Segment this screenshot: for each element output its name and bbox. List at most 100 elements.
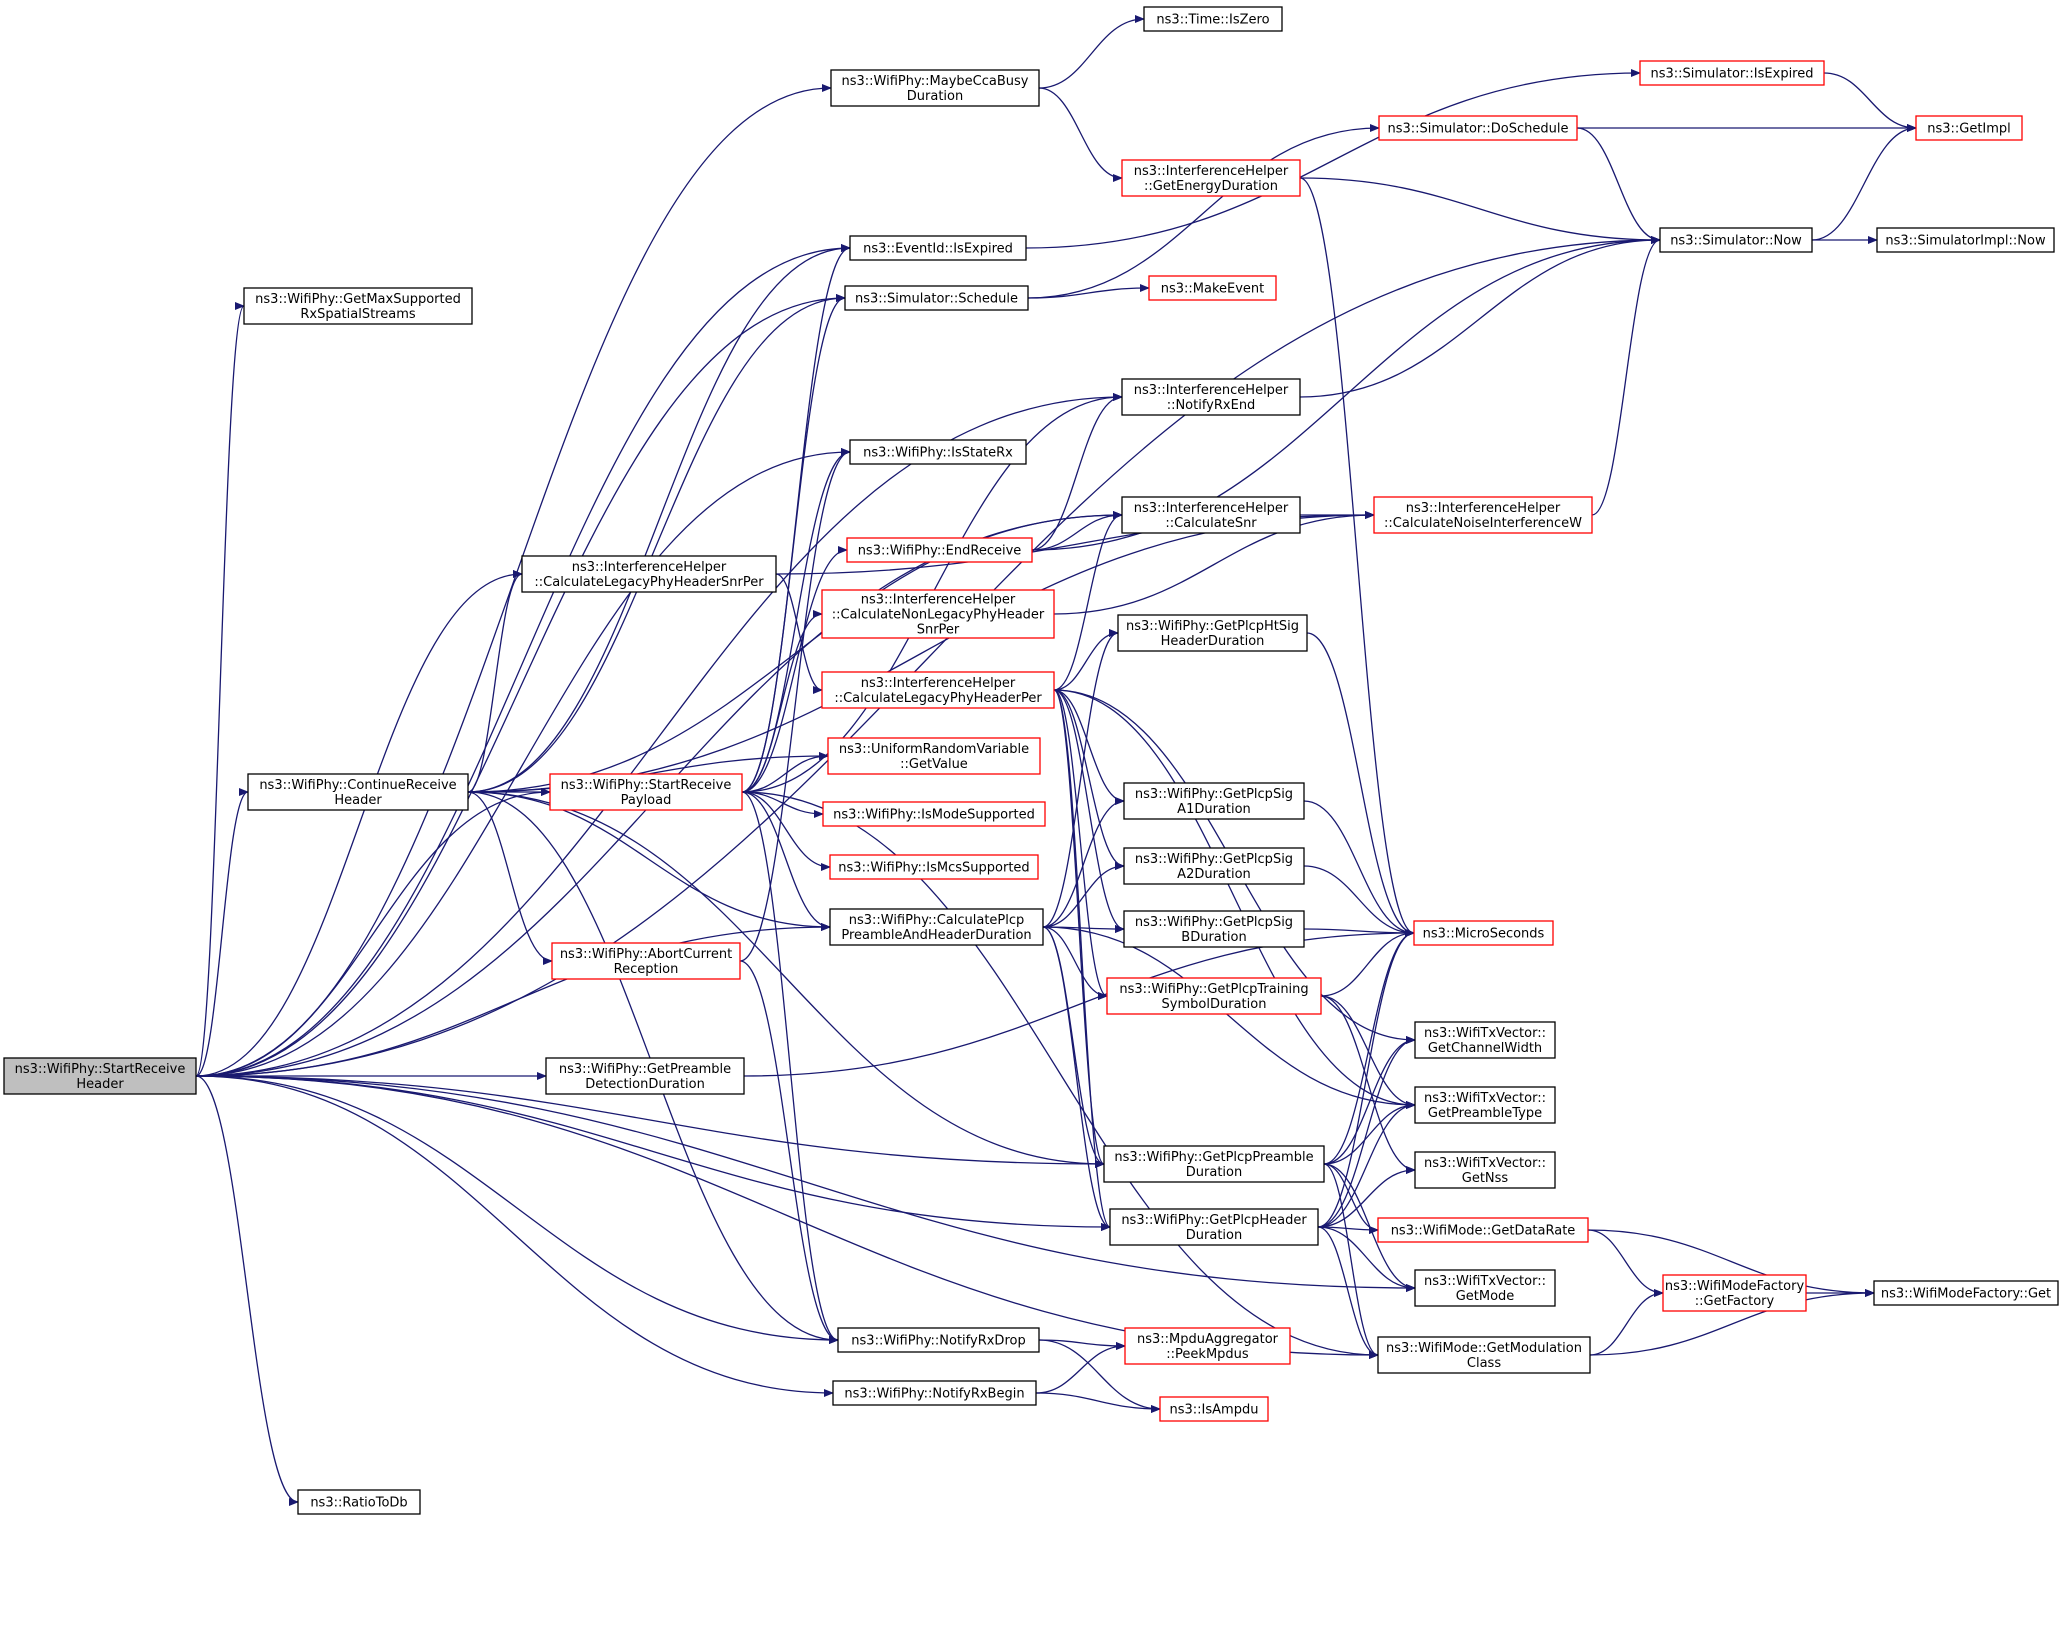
node-ratio[interactable]: ns3::RatioToDb [297,1489,421,1515]
node-label: Header [334,793,382,808]
node-label: ns3::InterferenceHelper [1134,383,1289,398]
edge-calcpre-to-training [1042,926,1108,1000]
node-micro[interactable]: ns3::MicroSeconds [1413,920,1554,946]
edge-header-to-modclass [1317,1226,1379,1359]
node-now[interactable]: ns3::Simulator::Now [1659,227,1813,253]
node-energy[interactable]: ns3::InterferenceHelper::GetEnergyDurati… [1121,159,1301,197]
edge-root-to-now [195,236,1661,1077]
node-box [1873,1280,2059,1306]
node-rxbegin[interactable]: ns3::WifiPhy::NotifyRxBegin [832,1380,1037,1406]
edge-root-to-rxdrop [195,1075,839,1344]
node-dosched[interactable]: ns3::Simulator::DoSchedule [1378,115,1578,141]
node-pretype[interactable]: ns3::WifiTxVector::GetPreambleType [1414,1086,1556,1124]
node-box [821,589,1055,639]
node-chanw[interactable]: ns3::WifiTxVector::GetChannelWidth [1414,1021,1556,1059]
node-nss[interactable]: ns3::WifiTxVector::GetNss [1414,1151,1556,1189]
node-notifyrxend[interactable]: ns3::InterferenceHelper::NotifyRxEnd [1121,378,1301,416]
node-box [832,1380,1037,1406]
node-label: ns3::WifiMode::GetDataRate [1391,1224,1576,1239]
node-isstaterx[interactable]: ns3::WifiPhy::IsStateRx [849,439,1027,465]
node-label: PreambleAndHeaderDuration [841,928,1031,943]
node-label: A1Duration [1177,802,1251,817]
node-implnow[interactable]: ns3::SimulatorImpl::Now [1876,227,2055,253]
node-label: ::CalculateNonLegacyPhyHeader [832,608,1045,623]
node-simexp[interactable]: ns3::Simulator::IsExpired [1639,60,1825,86]
node-getmode[interactable]: ns3::WifiTxVector::GetMode [1414,1269,1556,1307]
node-calcniw[interactable]: ns3::InterferenceHelper::CalculateNoiseI… [1373,496,1593,534]
node-makeevent[interactable]: ns3::MakeEvent [1148,275,1277,301]
node-label: SymbolDuration [1162,997,1267,1012]
node-label: ns3::WifiPhy::GetPlcpSig [1135,852,1293,867]
node-box [1159,1396,1269,1422]
node-label: ns3::WifiTxVector:: [1424,1274,1546,1289]
node-box [1123,910,1305,948]
node-label: GetChannelWidth [1428,1041,1542,1056]
node-eventexp[interactable]: ns3::EventId::IsExpired [849,235,1027,261]
node-calcpre[interactable]: ns3::WifiPhy::CalculatePlcpPreambleAndHe… [829,908,1044,946]
node-label: ns3::WifiTxVector:: [1424,1026,1546,1041]
node-label: ns3::UniformRandomVariable [839,742,1029,757]
node-training[interactable]: ns3::WifiPhy::GetPlcpTrainingSymbolDurat… [1106,977,1322,1015]
node-mcssup[interactable]: ns3::WifiPhy::IsMcsSupported [829,854,1039,880]
node-peek[interactable]: ns3::MpduAggregator::PeekMpdus [1124,1327,1291,1365]
node-legper[interactable]: ns3::InterferenceHelper::CalculateLegacy… [821,671,1055,709]
edge-root-to-isstaterx [195,448,851,1077]
node-label: ns3::WifiPhy::ContinueReceive [259,778,456,793]
node-label: Duration [1186,1165,1242,1180]
node-schedule[interactable]: ns3::Simulator::Schedule [844,285,1029,311]
edge-legper-to-training [1053,689,1108,1000]
edge-contrecv-to-legsnrper [467,570,523,793]
node-getimpl[interactable]: ns3::GetImpl [1915,115,2023,141]
node-box [243,287,473,325]
node-box [829,854,1039,880]
edge-energy-to-micro [1299,177,1415,937]
node-label: ns3::WifiPhy::GetPlcpHeader [1121,1213,1307,1228]
node-modesup[interactable]: ns3::WifiPhy::IsModeSupported [822,801,1046,827]
node-iszero[interactable]: ns3::Time::IsZero [1143,6,1283,32]
node-datarate[interactable]: ns3::WifiMode::GetDataRate [1377,1217,1589,1243]
node-isampdu[interactable]: ns3::IsAmpdu [1159,1396,1269,1422]
node-urv[interactable]: ns3::UniformRandomVariable::GetValue [827,737,1041,775]
node-endrecv[interactable]: ns3::WifiPhy::EndReceive [846,537,1033,563]
node-factget[interactable]: ns3::WifiModeFactory::Get [1873,1280,2059,1306]
node-label: Duration [907,89,963,104]
node-label: ::GetValue [900,757,968,772]
node-box [1109,1208,1319,1246]
node-predet[interactable]: ns3::WifiPhy::GetPreambleDetectionDurati… [545,1057,745,1095]
node-box [1659,227,1813,253]
edge-endrecv-to-calcsnr [1031,511,1123,551]
edge-startpay-to-calcpre [741,791,831,931]
node-label: A2Duration [1177,867,1251,882]
node-box [849,235,1027,261]
node-label: ns3::RatioToDb [310,1496,407,1511]
node-label: ::PeekMpdus [1166,1347,1249,1362]
node-nonleg[interactable]: ns3::InterferenceHelper::CalculateNonLeg… [821,589,1055,639]
node-legsnrper[interactable]: ns3::InterferenceHelper::CalculateLegacy… [521,555,777,593]
edge-legper-to-pretype [1053,689,1416,1109]
node-box [1377,1336,1591,1374]
node-maxss[interactable]: ns3::WifiPhy::GetMaxSupportedRxSpatialSt… [243,287,473,325]
node-box [551,942,741,980]
edge-sigA1-to-micro [1303,800,1415,937]
node-box [521,555,777,593]
edge-contrecv-to-abort [467,791,553,965]
node-factory[interactable]: ns3::WifiModeFactory::GetFactory [1662,1274,1807,1312]
node-box [1117,614,1308,652]
edge-schedule-to-makeevent [1027,284,1150,299]
node-rxdrop[interactable]: ns3::WifiPhy::NotifyRxDrop [837,1327,1040,1353]
node-calcsnr[interactable]: ns3::InterferenceHelper::CalculateSnr [1121,496,1301,534]
edge-contrecv-to-calcpre [467,791,831,931]
